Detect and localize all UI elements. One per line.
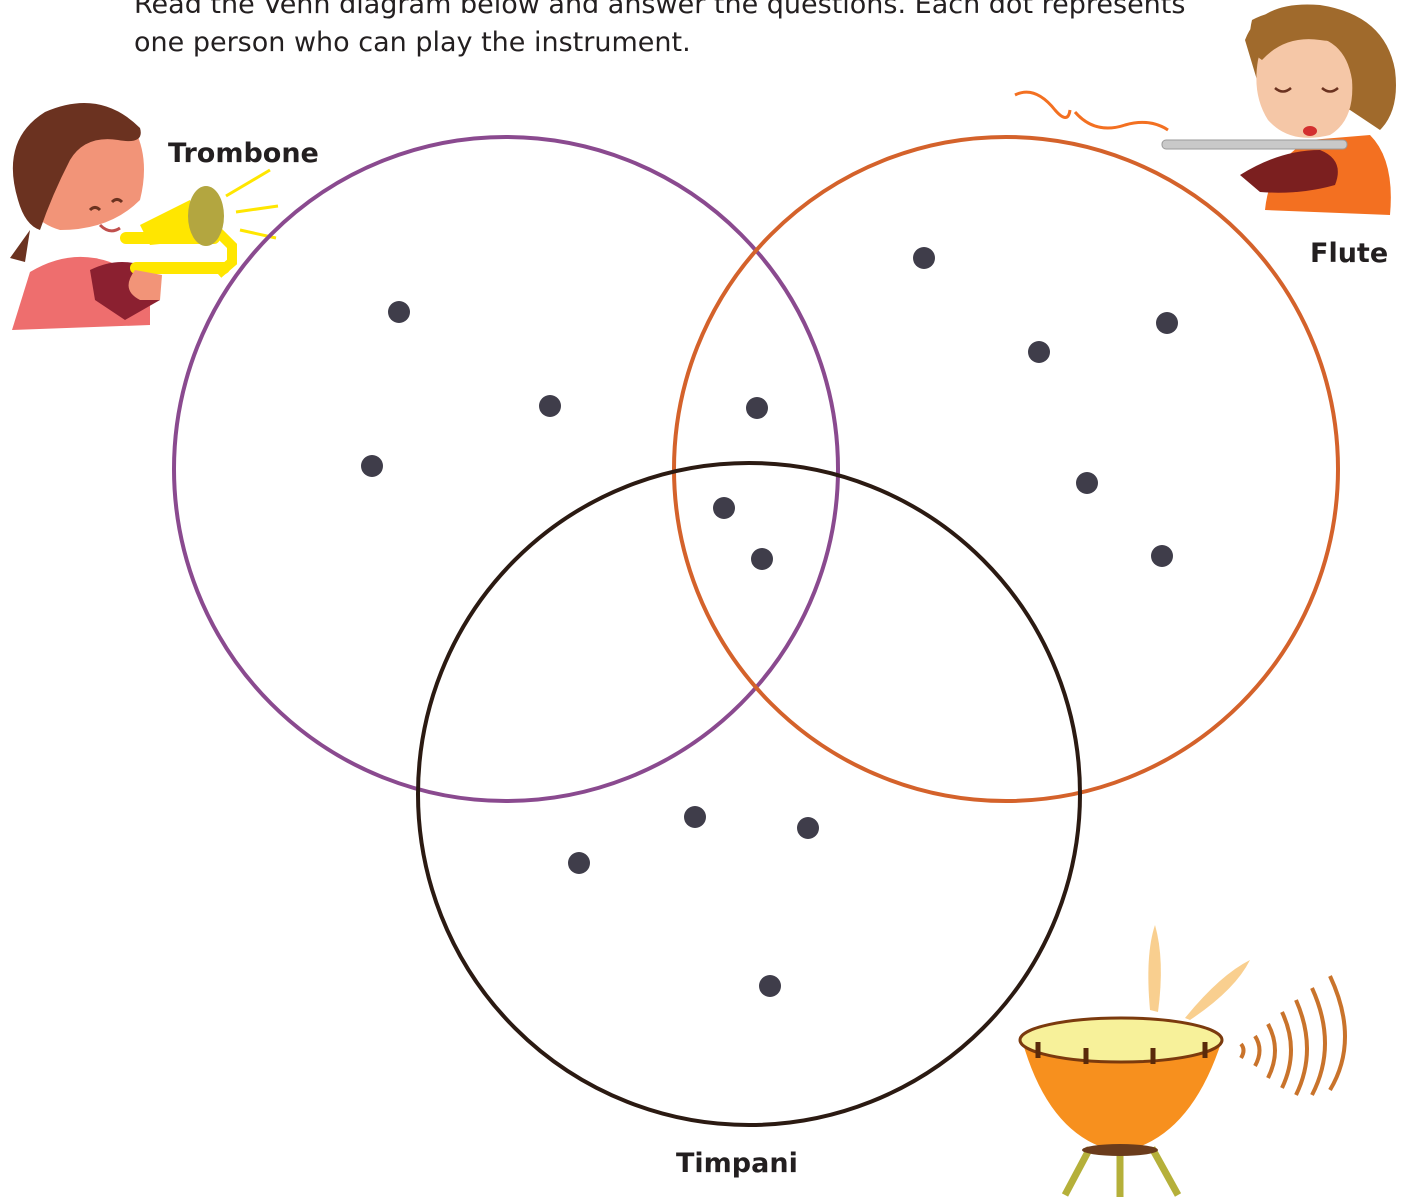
person-dots (361, 247, 1178, 997)
person-dot-timpani-only (797, 817, 819, 839)
timpani-label: Timpani (676, 1148, 798, 1179)
person-dot-flute-only (1076, 472, 1098, 494)
person-dot-flute-only (1156, 312, 1178, 334)
flute-circle (672, 135, 1340, 803)
person-dot-all-three (751, 548, 773, 570)
person-dot-trombone-only (361, 455, 383, 477)
instructions-text: Read the Venn diagram below and answer t… (134, 0, 1186, 58)
person-dot-trombone-only (539, 395, 561, 417)
timpani-circle (416, 461, 1082, 1127)
person-dot-trombone-flute-only (746, 397, 768, 419)
trombone-label: Trombone (168, 138, 319, 169)
person-dot-flute-only (913, 247, 935, 269)
person-dot-trombone-only (388, 301, 410, 323)
person-dot-all-three (713, 497, 735, 519)
flute-player-illustration (1014, 4, 1396, 215)
trombone-circle (172, 135, 840, 803)
person-dot-timpani-only (684, 806, 706, 828)
trombone-player-illustration (10, 103, 279, 330)
person-dot-timpani-only (759, 975, 781, 997)
timpani-illustration (1018, 925, 1347, 1197)
flute-label: Flute (1310, 238, 1389, 269)
person-dot-flute-only (1151, 545, 1173, 567)
person-dot-flute-only (1028, 341, 1050, 363)
person-dot-timpani-only (568, 852, 590, 874)
